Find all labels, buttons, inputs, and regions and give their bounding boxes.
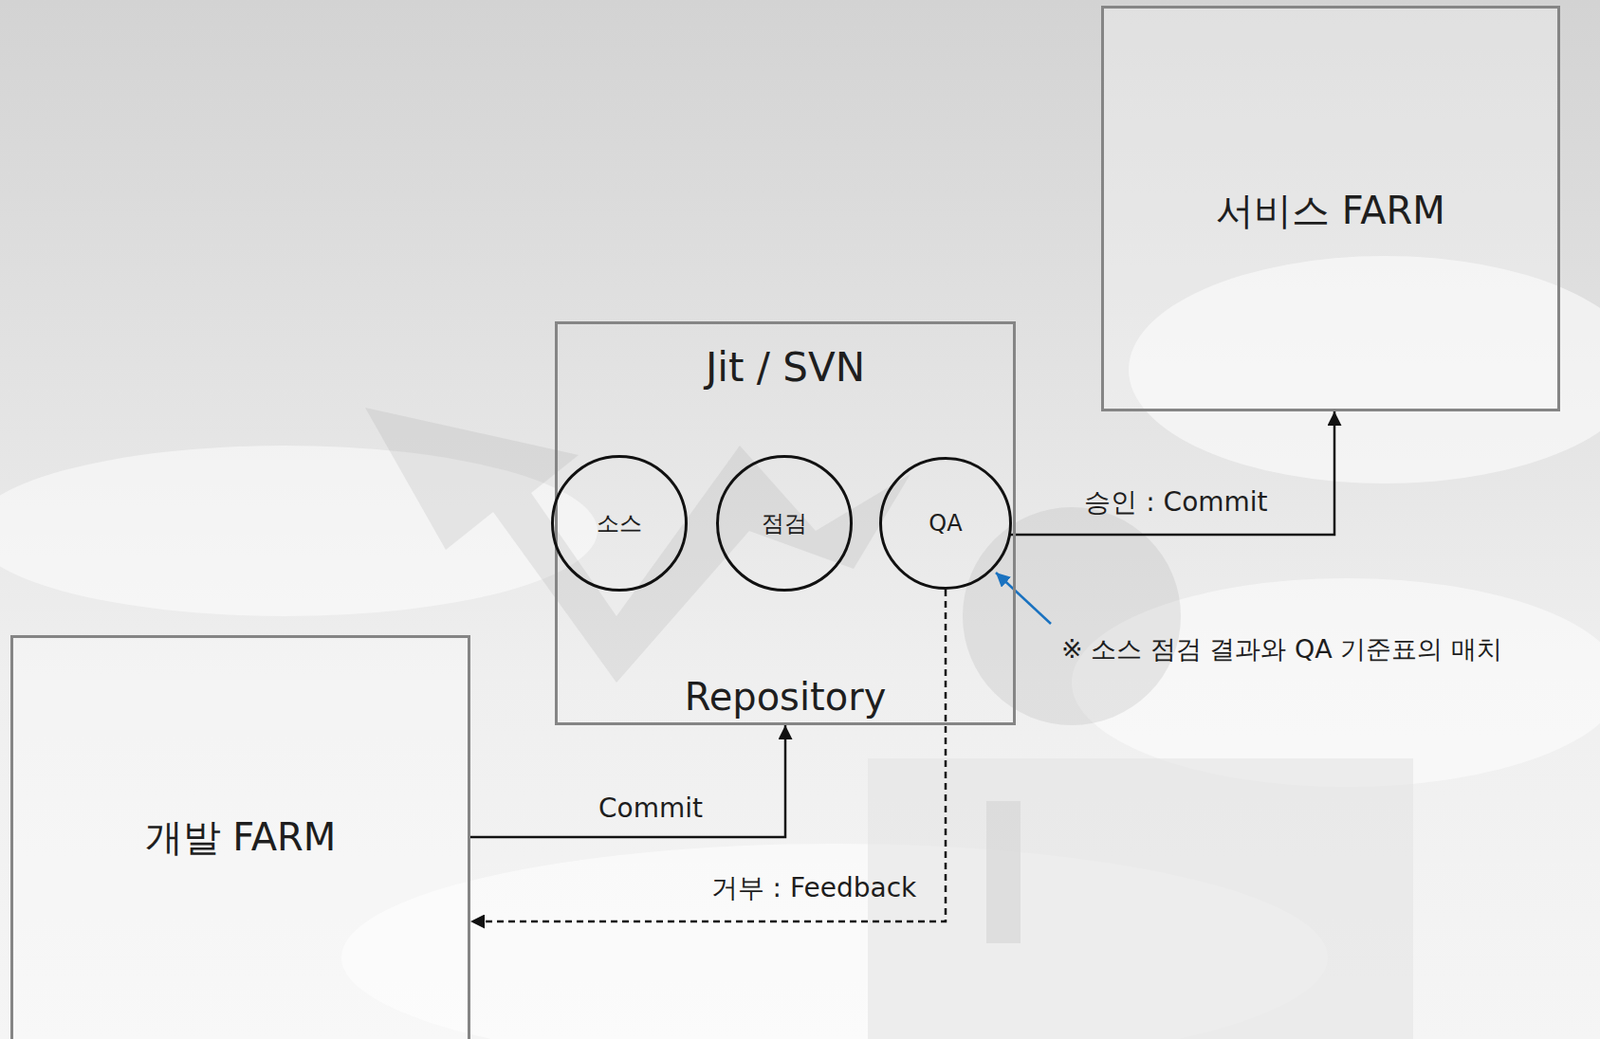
service-farm-box: 서비스 FARM xyxy=(1101,5,1561,412)
podium-mark xyxy=(986,801,1021,944)
edge-label-anchor: Commit xyxy=(598,792,703,826)
faded-globe xyxy=(962,507,1181,726)
note-label: ※ 소스 점검 결과와 QA 기준표의 매치 xyxy=(1061,634,1503,665)
edge-label-anchor: 승인 : Commit xyxy=(1084,486,1268,519)
edge-label: Commit xyxy=(598,792,703,826)
circle-label: 점검 xyxy=(716,510,853,538)
note-anchor: ※ 소스 점검 결과와 QA 기준표의 매치 xyxy=(1061,634,1503,665)
box-title: 서비스 FARM xyxy=(1103,187,1558,234)
stage-circle: 소스 xyxy=(551,455,688,592)
edge-label: 승인 : Commit xyxy=(1084,486,1268,519)
stage-circle: QA xyxy=(879,457,1012,590)
dev-farm-box: 개발 FARM xyxy=(10,635,471,1039)
stage-circle: 점검 xyxy=(716,455,853,592)
repository-box: Jit / SVN Repository 소스 점검 QA xyxy=(554,321,1016,726)
box-footer: Repository xyxy=(557,674,1013,720)
commit-connector xyxy=(470,725,786,838)
box-title: 개발 FARM xyxy=(13,814,468,861)
commit-connector xyxy=(1009,411,1335,535)
leader-arrow xyxy=(995,572,1051,625)
feedback-connector xyxy=(470,589,946,922)
podium xyxy=(867,758,1414,1039)
circle-label: QA xyxy=(879,510,1012,538)
edge-label-anchor: 거부 : Feedback xyxy=(711,872,918,905)
box-title: Jit / SVN xyxy=(557,344,1013,392)
circle-label: 소스 xyxy=(551,510,688,538)
edge-label: 거부 : Feedback xyxy=(711,872,918,905)
